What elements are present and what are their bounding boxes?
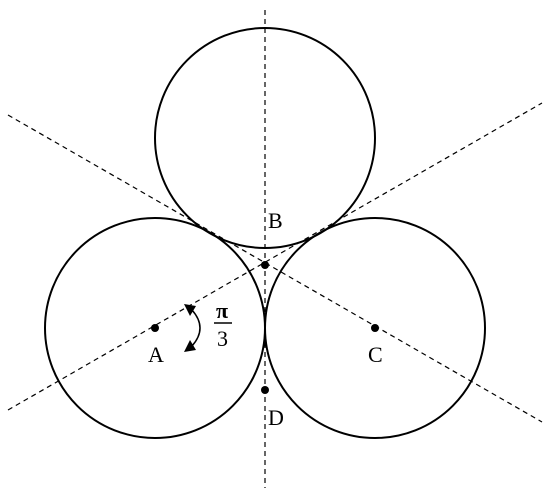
arc-arrowhead-upper [184,304,196,316]
angle-denominator: 3 [217,326,228,351]
circles [44,27,486,439]
angle-numerator: π [216,298,228,323]
label-C: C [368,342,383,367]
line-through-A-and-B [7,102,543,411]
angle-arrowheads [184,304,196,352]
angle-marker [191,309,201,347]
point-A [151,324,159,332]
point-C [371,324,379,332]
circle-top [154,27,376,249]
arc-arrowhead-lower [184,340,196,352]
label-B: B [268,208,283,233]
angle-label: π 3 [214,298,232,351]
line-through-C-and-B [7,114,543,423]
label-A: A [148,342,164,367]
label-D: D [268,405,284,430]
point-B [261,261,269,269]
point-D [261,386,269,394]
angle-arc [191,309,201,347]
circle-right [264,217,486,439]
points [151,261,379,394]
